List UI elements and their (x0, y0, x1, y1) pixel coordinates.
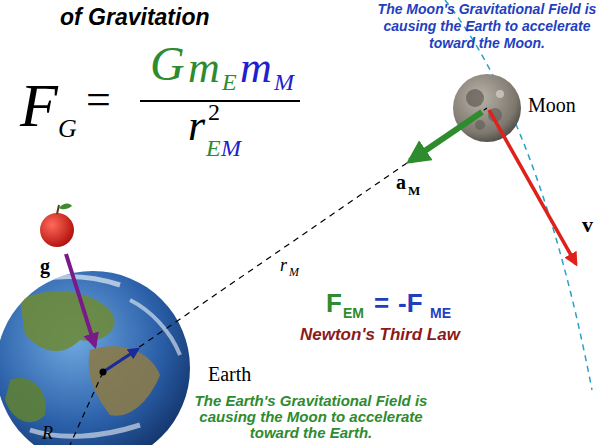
force-equals: = (374, 290, 389, 316)
vector-label: a (396, 172, 406, 192)
earth-acceleration-arrow (103, 349, 138, 372)
force-subscript: ME (430, 306, 451, 320)
formula-subscript: E (222, 70, 237, 94)
vector-subscript: M (408, 184, 420, 197)
formula-distance: r (188, 104, 205, 148)
radius-label: R (42, 424, 53, 442)
formula-subscript: E (206, 136, 221, 160)
formula-constant: G (150, 40, 185, 88)
orbit-path (445, 0, 592, 390)
formula-symbol: F (20, 74, 58, 136)
formula-subscript: M (221, 136, 241, 160)
moon-acceleration-arrow (410, 112, 482, 161)
formula-mass: m (240, 46, 272, 90)
formula-mass: m (188, 46, 220, 90)
law-name: Newton's Third Law (300, 326, 460, 343)
distance-label: r (280, 256, 287, 274)
force-symbol: F (326, 290, 342, 316)
vector-label: g (40, 256, 50, 276)
apple (40, 204, 74, 247)
formula-subscript: M (274, 70, 294, 94)
formula-equals: = (86, 78, 111, 122)
earth-globe (0, 271, 190, 445)
force-subscript: EM (343, 306, 364, 320)
distance-line (103, 108, 487, 372)
earth-field-note: The Earth's Gravitational Field is causi… (186, 393, 436, 441)
fraction-bar (140, 100, 300, 102)
formula-exponent: 2 (208, 100, 220, 124)
force-symbol: -F (398, 290, 423, 316)
diagram-title: of Gravitation (60, 6, 210, 29)
moon-field-note: The Moon's Gravitational Field is causin… (377, 1, 597, 51)
moon-velocity-arrow (489, 110, 576, 264)
formula-subscript: G (58, 116, 77, 142)
moon-label: Moon (528, 95, 576, 115)
distance-subscript: M (289, 266, 299, 278)
earth-label: Earth (208, 364, 251, 384)
vector-label: v (582, 214, 593, 236)
earth-center-dot (100, 369, 107, 376)
gravity-arrow (66, 254, 95, 346)
radius-line (70, 372, 103, 445)
